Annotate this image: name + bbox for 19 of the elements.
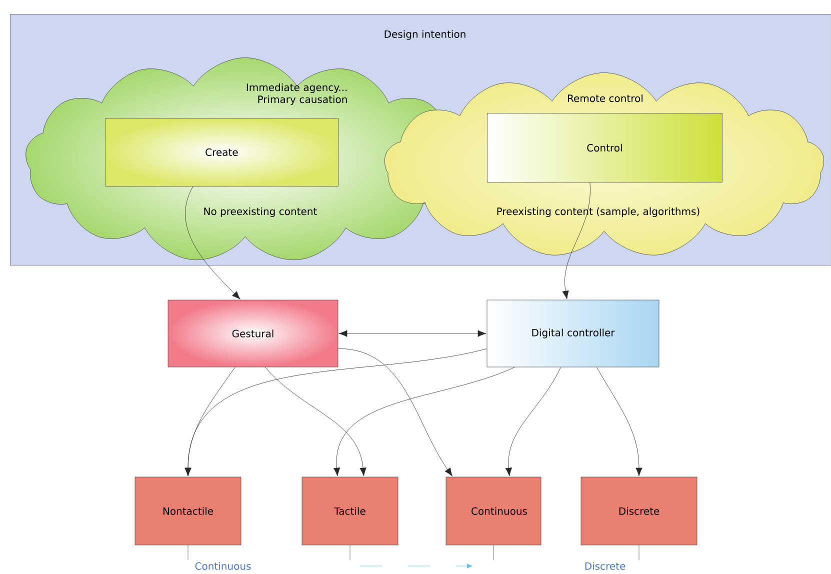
scale-label: Continuous (195, 562, 251, 570)
create-box: Create (105, 118, 338, 186)
arrow (562, 182, 590, 300)
arrow (265, 367, 366, 476)
arrow (333, 367, 515, 476)
arrow (338, 348, 452, 476)
category-box: Tactile (302, 476, 398, 546)
arrow (184, 348, 487, 476)
category-box: Discrete (580, 476, 698, 546)
control-box: Control (487, 113, 722, 182)
category-box: Continuous (446, 476, 542, 546)
gestural-box: Gestural (168, 300, 338, 368)
arrow (596, 367, 642, 476)
arrow (338, 330, 486, 337)
arrow (185, 186, 240, 300)
arrow (505, 367, 561, 476)
category-box: Nontactile (134, 476, 242, 546)
controller-box: Digital controller (486, 300, 660, 368)
scale-label: Discrete (585, 562, 626, 570)
